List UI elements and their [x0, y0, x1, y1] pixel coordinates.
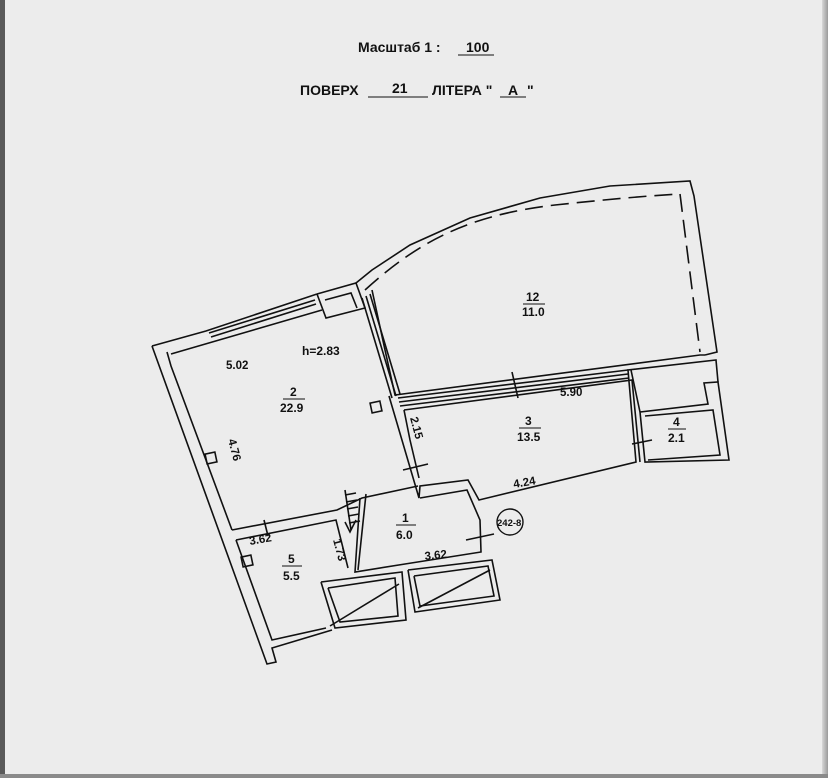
room1-left-wall — [357, 493, 367, 571]
floor-value: 21 — [392, 80, 408, 96]
dim-room1-bottom: 3.62 — [424, 549, 448, 563]
scale-value: 100 — [466, 39, 490, 55]
room-12-number: 12 — [526, 290, 540, 304]
glass-5 — [398, 373, 629, 403]
loggia-left — [320, 571, 407, 629]
balcony-rail-dashed — [364, 193, 681, 291]
sheet-right-edge — [822, 0, 828, 778]
outer-wall-top-left — [151, 293, 318, 347]
dim-room2-left: 4.76 — [225, 438, 242, 463]
room3-outline — [388, 359, 719, 501]
room-4-number: 4 — [673, 415, 680, 429]
door-tick-2 — [511, 371, 519, 399]
room-3-area: 13.5 — [517, 430, 541, 444]
dim-room3-left: 2.15 — [407, 416, 425, 441]
inner-wall-left — [166, 351, 233, 531]
letter-close: " — [527, 82, 534, 98]
loggia-right — [407, 559, 501, 613]
glass-6 — [399, 377, 630, 407]
column-top-inner — [324, 292, 358, 309]
column-top — [316, 282, 367, 319]
door-tick-3 — [631, 439, 653, 445]
section-marker-label: 242-8 — [497, 518, 521, 529]
stair-step-3 — [346, 506, 359, 510]
walls — [151, 180, 730, 665]
room4-inner — [644, 409, 721, 461]
stair-step-4 — [347, 513, 360, 517]
room-5-area: 5.5 — [283, 569, 300, 583]
room3-inner-top — [403, 379, 641, 463]
dim-room2-top: 5.02 — [226, 360, 248, 372]
outer-wall-left — [151, 345, 333, 665]
dim-room5-right: 1.73 — [330, 538, 347, 563]
loggia-left-inner — [327, 577, 399, 623]
stair-step-2 — [345, 499, 358, 503]
ceiling-height-label: h=2.83 — [302, 344, 340, 358]
letter-value: А — [508, 82, 518, 98]
loggia-right-inner — [413, 565, 495, 607]
room-2-area: 22.9 — [280, 401, 304, 415]
room-4-area: 2.1 — [668, 431, 685, 445]
room3-left-wall — [403, 409, 420, 479]
dim-room3-bottom: 4.24 — [512, 475, 537, 491]
scale-label: Масштаб 1 : — [358, 39, 441, 55]
inner-wall-top — [170, 309, 323, 355]
door-tick-1 — [402, 463, 429, 471]
room-labels: 12 11.0 2 22.9 3 13.5 4 2.1 1 6.0 5 5.5 … — [280, 290, 686, 583]
vent-square-1 — [369, 400, 383, 414]
room5-outline — [235, 539, 327, 641]
room4-outline — [630, 369, 730, 463]
room-1-number: 1 — [402, 511, 409, 525]
floor-label: ПОВЕРХ — [300, 82, 359, 98]
room-5-number: 5 — [288, 552, 295, 566]
room-12-area: 11.0 — [522, 305, 545, 319]
room5-top-wall — [235, 519, 349, 569]
window-top-line-1 — [208, 299, 316, 334]
glass-4 — [397, 369, 629, 399]
room1-outline — [354, 489, 482, 573]
stair-step-1 — [344, 492, 357, 496]
dim-room5-top: 3.62 — [248, 532, 272, 548]
door-tick-5 — [465, 533, 495, 541]
window-top-line-2 — [210, 303, 317, 338]
glass-3 — [369, 293, 401, 395]
stair-arrow — [344, 519, 357, 534]
balcony-outer — [355, 180, 718, 356]
room-3-number: 3 — [525, 414, 532, 428]
loggia-left-diag — [329, 583, 400, 627]
door-tick-4 — [263, 519, 269, 537]
letter-label: ЛІТЕРА " — [432, 82, 492, 98]
room-2-number: 2 — [290, 385, 297, 399]
room2-bottom-wall — [231, 485, 419, 531]
glass-2 — [365, 295, 397, 397]
dim-room3-top: 5.90 — [560, 387, 582, 399]
balcony-rail-right — [679, 193, 701, 353]
room-1-area: 6.0 — [396, 528, 413, 542]
loggia-right-diag — [417, 569, 491, 609]
vent-square-3 — [240, 554, 254, 568]
section-marker-circle — [496, 508, 524, 536]
sheet-bottom-edge — [0, 774, 828, 778]
vent-square-2 — [204, 451, 218, 465]
glass-1 — [361, 297, 393, 399]
dimension-labels: 5.02 4.76 5.90 2.15 4.24 3.62 1.73 3.62 — [225, 360, 582, 563]
